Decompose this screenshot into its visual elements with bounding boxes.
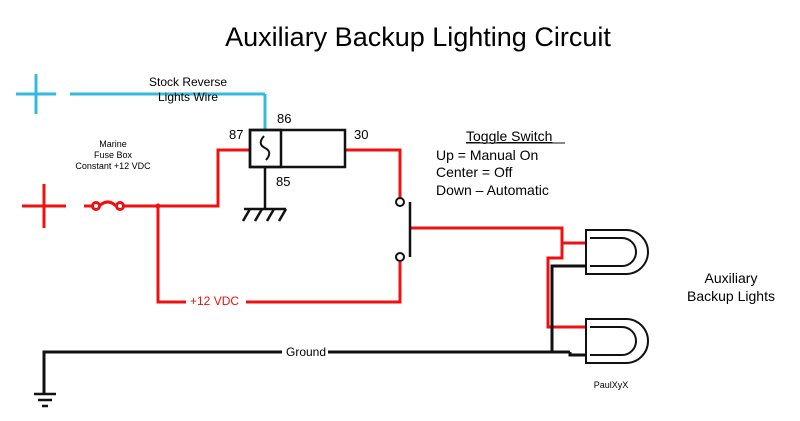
stock-wire-label-line1: Stock Reverse [149,75,227,89]
backup-light-upper [585,229,649,275]
wire-12vdc-label: +12 VDC [190,294,239,308]
relay-pin-86: 86 [277,111,291,126]
stock-reverse-wire [16,74,267,130]
relay-pin-85: 85 [276,174,290,189]
toggle-mode-up: Up = Manual On [436,147,538,163]
stock-wire-label-line2: Lights Wire [158,90,218,104]
toggle-switch [395,197,412,262]
relay-pin-87: 87 [229,127,243,142]
ground-label-bg [282,344,328,359]
marine-fuse [84,200,125,211]
chassis-ground-symbol [34,392,56,408]
fuse-box-label-line3: Constant +12 VDC [75,161,151,171]
fuse-box-label-line1: Marine [99,139,127,149]
toggle-mode-down: Down – Automatic [436,182,549,198]
ground-label: Ground [286,345,326,359]
relay-ground-symbol [241,167,288,222]
author-credit: PaulXyX [594,380,629,390]
relay-pin-30: 30 [354,127,368,142]
diagram-title: Auxiliary Backup Lighting Circuit [225,22,611,52]
junction-dot [155,203,161,209]
toggle-mode-center: Center = Off [436,164,513,180]
power-source [22,184,66,228]
toggle-switch-title: Toggle Switch [466,128,552,144]
fuse-box-label-line2: Fuse Box [94,150,133,160]
backup-light-lower [585,318,649,364]
lights-label-line2: Backup Lights [687,288,775,304]
ground-wiring [42,264,586,394]
relay [248,128,347,169]
power-wiring [124,148,586,329]
lights-label-line1: Auxiliary [705,270,758,286]
label-12vdc-bg [186,293,246,308]
